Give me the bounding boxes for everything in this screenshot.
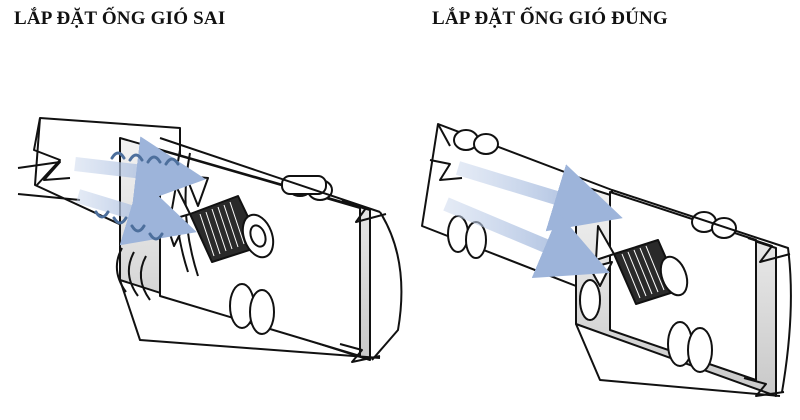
wrong-installation-drawing [17, 117, 403, 363]
airflow-arrow-icon [443, 197, 610, 278]
clamp-ring-icon [447, 129, 737, 373]
panel-title-correct-installation: LẮP ĐẶT ỐNG GIÓ ĐÚNG [432, 8, 668, 29]
outer-duct-break-line-icon [341, 199, 387, 223]
correct-installation-drawing [421, 123, 792, 397]
turbulence-swirl-icon [94, 151, 180, 241]
correct-airflow [443, 161, 623, 278]
outer-duct-break-line-icon [747, 237, 791, 263]
airflow-arrow-icon [74, 136, 206, 206]
panel-title-wrong-installation: LẮP ĐẶT ỐNG GIÓ SAI [14, 8, 226, 29]
airflow-arrow-icon [455, 161, 623, 232]
airflow-arrow-icon [75, 178, 197, 246]
flex-duct-break-line-icon [17, 161, 71, 181]
flex-duct-break-line-icon [429, 159, 463, 181]
wrong-airflow [74, 136, 206, 246]
